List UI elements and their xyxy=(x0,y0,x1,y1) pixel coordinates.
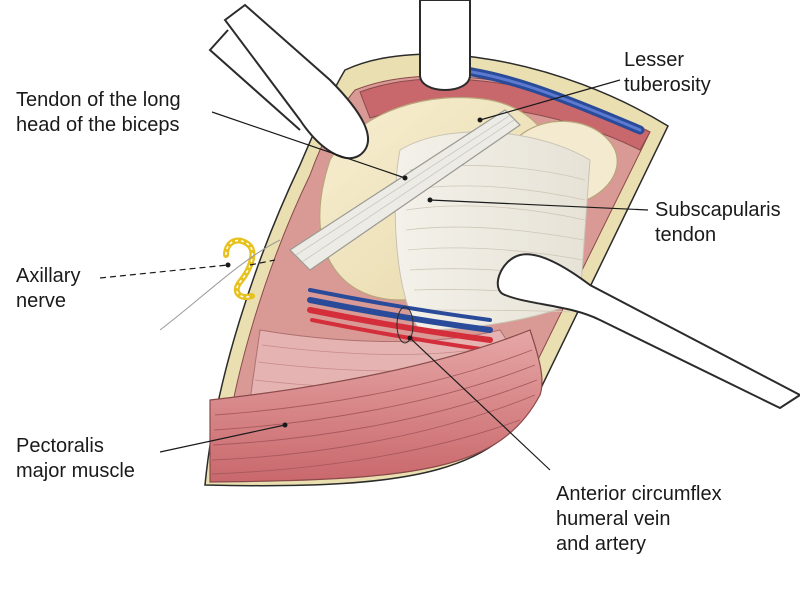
label-axillary-nerve: Axillary nerve xyxy=(16,265,81,312)
label-subscapularis-tendon: Subscapularis tendon xyxy=(655,199,781,246)
retractor-top xyxy=(419,0,471,91)
label-biceps-tendon: Tendon of the long head of the biceps xyxy=(16,89,181,136)
retractor-left xyxy=(223,3,370,160)
label-anterior-circumflex: Anterior circumflex humeral vein and art… xyxy=(556,483,722,555)
retractor-right xyxy=(496,253,800,410)
biceps-tendon-shape xyxy=(289,109,521,271)
label-lesser-tuberosity: Lesser tuberosity xyxy=(624,49,711,96)
axillary-nerve-shape xyxy=(223,237,256,300)
circumflex-vessels xyxy=(307,288,493,352)
leader-lines xyxy=(99,79,649,471)
leader-dots xyxy=(225,117,483,428)
label-pectoralis-major: Pectoralis major muscle xyxy=(16,435,135,482)
pectoralis-major-shape xyxy=(209,329,543,483)
